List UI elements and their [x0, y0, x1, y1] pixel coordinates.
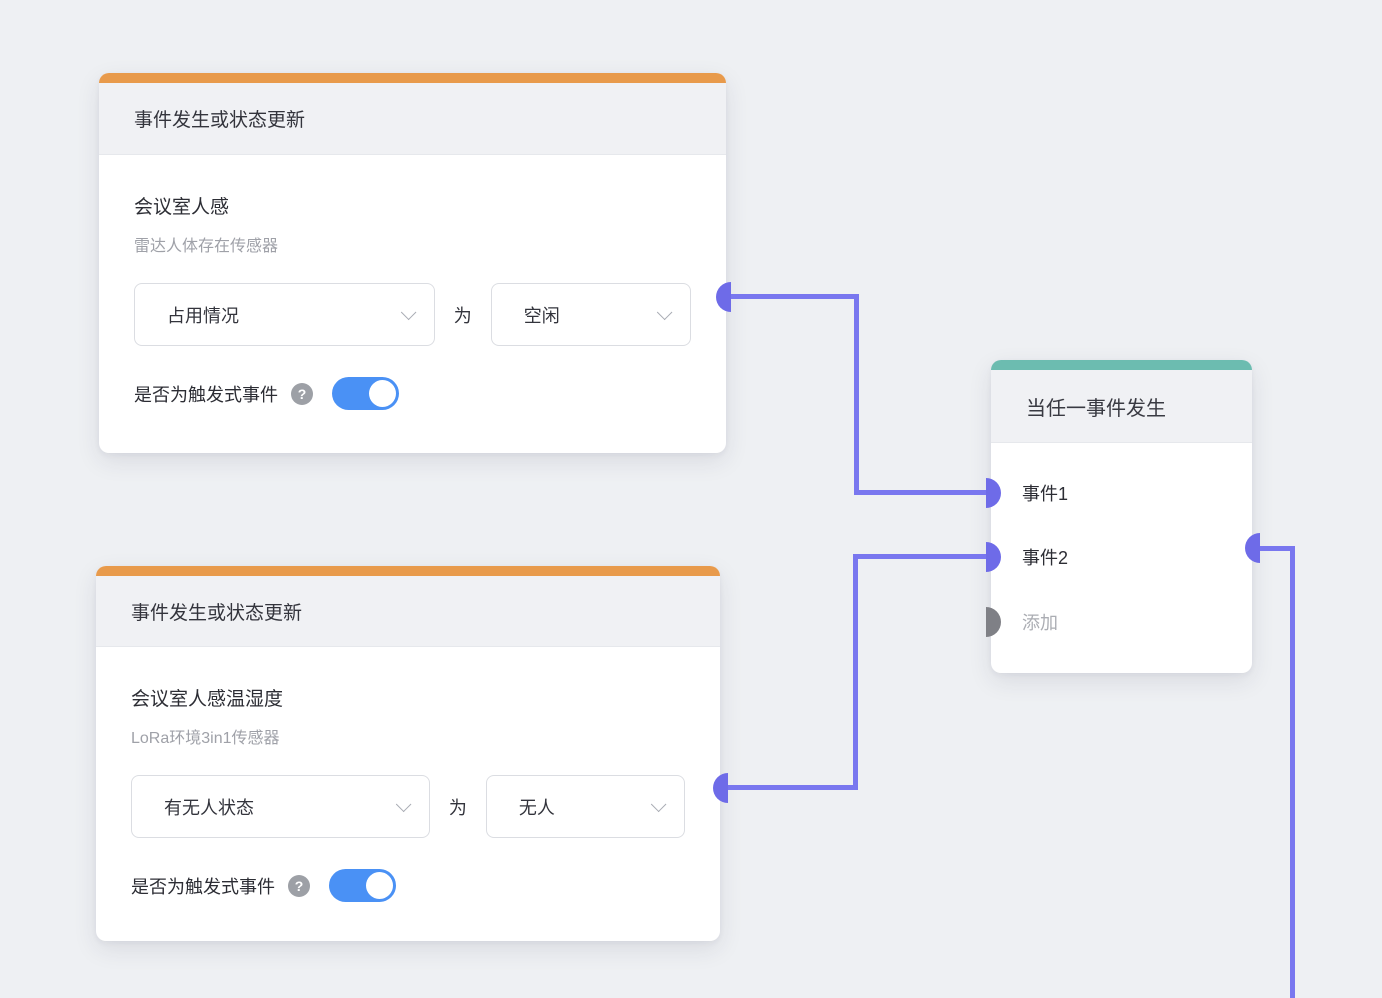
device-model: LoRa环境3in1传感器 — [131, 730, 280, 747]
property-select-value: 有无人状态 — [164, 797, 254, 818]
trigger-card-1-body: 会议室人感 雷达人体存在传感器 占用情况 为 空闲 是否为触发式事件 ? — [99, 155, 726, 410]
input-port-add-event[interactable] — [986, 607, 1001, 637]
help-icon[interactable]: ? — [291, 382, 313, 405]
connector-line — [728, 785, 858, 790]
toggle-label: 是否为触发式事件 — [134, 384, 278, 405]
connector-line — [1290, 546, 1295, 998]
property-select[interactable]: 占用情况 — [134, 283, 435, 346]
connector-line — [1260, 546, 1295, 551]
event-item-1-label: 事件1 — [1022, 484, 1069, 504]
property-select[interactable]: 有无人状态 — [131, 775, 430, 838]
chevron-down-icon — [400, 304, 417, 321]
add-event-button[interactable]: 添加 — [1022, 607, 1058, 637]
operator-label: 为 — [453, 305, 472, 326]
device-model: 雷达人体存在传感器 — [134, 238, 279, 255]
trigger-card-2-header: 事件发生或状态更新 — [96, 576, 720, 647]
value-select-value: 无人 — [518, 797, 555, 818]
any-event-accent-bar — [991, 360, 1252, 370]
value-select-value: 空闲 — [523, 305, 560, 326]
chevron-down-icon — [650, 796, 667, 813]
toggle-knob — [366, 872, 393, 899]
chevron-down-icon — [656, 304, 673, 321]
toggle-knob — [369, 380, 396, 407]
trigger-toggle-row: 是否为触发式事件 ? — [134, 377, 691, 410]
connector-line — [853, 554, 986, 559]
any-event-card[interactable]: 当任一事件发生 事件1 事件2 添加 — [991, 360, 1252, 673]
connector-line — [854, 490, 986, 495]
help-icon[interactable]: ? — [288, 874, 310, 897]
output-port-any-event[interactable] — [1245, 533, 1260, 563]
connector-line — [853, 554, 858, 790]
trigger-card-2-title: 事件发生或状态更新 — [131, 602, 303, 624]
value-select[interactable]: 空闲 — [490, 283, 691, 346]
operator-label: 为 — [448, 797, 467, 818]
condition-row: 有无人状态 为 无人 — [131, 775, 685, 838]
trigger-accent-bar — [96, 566, 720, 576]
event-item-2-label: 事件2 — [1022, 548, 1069, 568]
trigger-card-1[interactable]: 事件发生或状态更新 会议室人感 雷达人体存在传感器 占用情况 为 空闲 是否为触… — [99, 73, 726, 453]
output-port-trigger-2[interactable] — [713, 773, 728, 803]
trigger-card-1-header: 事件发生或状态更新 — [99, 83, 726, 155]
add-event-label: 添加 — [1022, 613, 1058, 633]
condition-row: 占用情况 为 空闲 — [134, 283, 691, 346]
chevron-down-icon — [395, 796, 412, 813]
trigger-card-1-title: 事件发生或状态更新 — [134, 110, 306, 131]
trigger-toggle-row: 是否为触发式事件 ? — [131, 869, 685, 902]
connector-line — [854, 294, 859, 495]
value-select[interactable]: 无人 — [485, 775, 685, 838]
any-event-card-title: 当任一事件发生 — [1026, 397, 1166, 420]
trigger-event-toggle[interactable] — [329, 869, 396, 902]
event-item-2[interactable]: 事件2 — [1022, 542, 1068, 572]
event-item-1[interactable]: 事件1 — [1022, 478, 1068, 508]
toggle-label: 是否为触发式事件 — [131, 876, 275, 897]
trigger-event-toggle[interactable] — [332, 377, 399, 410]
input-port-event-1[interactable] — [986, 478, 1001, 508]
any-event-card-header: 当任一事件发生 — [991, 370, 1252, 443]
device-name: 会议室人感 — [134, 197, 230, 218]
property-select-value: 占用情况 — [167, 305, 239, 326]
device-name: 会议室人感温湿度 — [131, 689, 284, 710]
trigger-card-2[interactable]: 事件发生或状态更新 会议室人感温湿度 LoRa环境3in1传感器 有无人状态 为… — [96, 566, 720, 941]
trigger-accent-bar — [99, 73, 726, 83]
trigger-card-2-body: 会议室人感温湿度 LoRa环境3in1传感器 有无人状态 为 无人 是否为触发式… — [96, 647, 720, 902]
output-port-trigger-1[interactable] — [716, 282, 731, 312]
input-port-event-2[interactable] — [986, 542, 1001, 572]
connector-line — [731, 294, 859, 299]
